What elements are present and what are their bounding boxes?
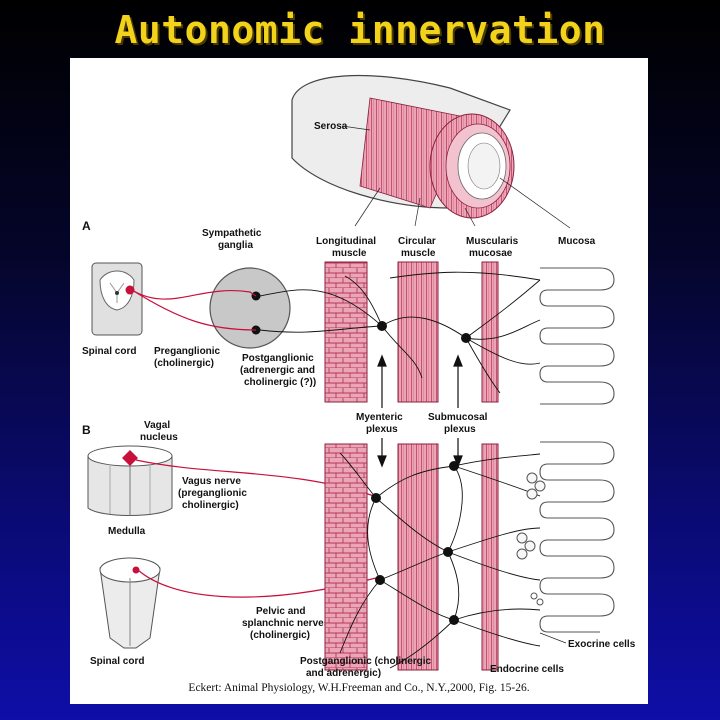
myenteric-label-2: plexus (366, 424, 398, 435)
pelvic-label-2: splanchnic nerves (242, 618, 330, 629)
muscularis-label-2: mucosae (469, 248, 513, 259)
postganglionic-b-label-2: and adrenergic) (306, 668, 381, 679)
preganglionic-a-label-2: (cholinergic) (154, 358, 214, 369)
exocrine-cells (516, 472, 546, 560)
postganglionic-b-label-1: Postganglionic (cholinergic (300, 656, 432, 667)
spinal-cord-a-label: Spinal cord (82, 346, 136, 357)
postganglionic-a-label-2: (adrenergic and (240, 365, 315, 376)
pelvic-label-3: (cholinergic) (250, 630, 310, 641)
circular-label-1: Circular (398, 236, 436, 247)
panel-b-letter: B (82, 423, 91, 437)
gut-tube-illustration (291, 74, 515, 219)
sympathetic-label-1: Sympathetic (202, 228, 262, 239)
mucosa-folds-a (539, 267, 615, 405)
medulla-label: Medulla (108, 526, 146, 537)
postganglionic-a-label-1: Postganglionic (242, 353, 314, 364)
muscularis-label-1: Muscularis (466, 236, 519, 247)
figure-credit: Eckert: Animal Physiology, W.H.Freeman a… (188, 682, 530, 694)
sympathetic-label-2: ganglia (218, 240, 253, 251)
muscularis-mucosae-a (481, 261, 499, 403)
muscularis-mucosae-b (481, 443, 499, 671)
endocrine-cells-label: Endocrine cells (490, 664, 564, 675)
circular-label-2: muscle (401, 248, 436, 259)
exocrine-cells-label: Exocrine cells (568, 639, 636, 650)
spinal-cord-a-illustration (91, 262, 143, 336)
longitudinal-label-2: muscle (332, 248, 367, 259)
autonomic-diagram: Serosa A Sympathetic ganglia Longitudina… (82, 74, 636, 679)
vagal-nucleus-label-2: nucleus (140, 432, 178, 443)
slide-title: Autonomic innervation (114, 8, 606, 52)
mucosa-folds-b (539, 441, 615, 633)
preganglionic-a-label-1: Preganglionic (154, 346, 221, 357)
spinal-cord-b-illustration (99, 557, 161, 649)
medulla-illustration (87, 445, 173, 516)
myenteric-label-1: Myenteric (356, 412, 403, 423)
spinal-cord-b-label: Spinal cord (90, 656, 144, 667)
circular-muscle-a (397, 261, 439, 403)
vagal-nucleus-label-1: Vagal (144, 420, 170, 431)
figure-panel: Serosa A Sympathetic ganglia Longitudina… (70, 58, 648, 704)
mucosa-label: Mucosa (558, 236, 596, 247)
panel-a-letter: A (82, 219, 91, 233)
vagus-label-1: Vagus nerve (182, 476, 241, 487)
endocrine-cells (530, 592, 544, 606)
submucosal-label-1: Submucosal (428, 412, 488, 423)
longitudinal-muscle-a (324, 261, 368, 403)
vagus-label-2: (preganglionic (178, 488, 247, 499)
vagus-label-3: cholinergic) (182, 500, 239, 511)
submucosal-label-2: plexus (444, 424, 476, 435)
circular-muscle-b (397, 443, 439, 671)
pelvic-label-1: Pelvic and (256, 606, 305, 617)
serosa-label: Serosa (314, 121, 348, 132)
longitudinal-label-1: Longitudinal (316, 236, 376, 247)
sympathetic-ganglion (209, 267, 291, 349)
longitudinal-muscle-b (324, 443, 368, 671)
postganglionic-a-label-3: cholinergic (?)) (244, 377, 316, 388)
